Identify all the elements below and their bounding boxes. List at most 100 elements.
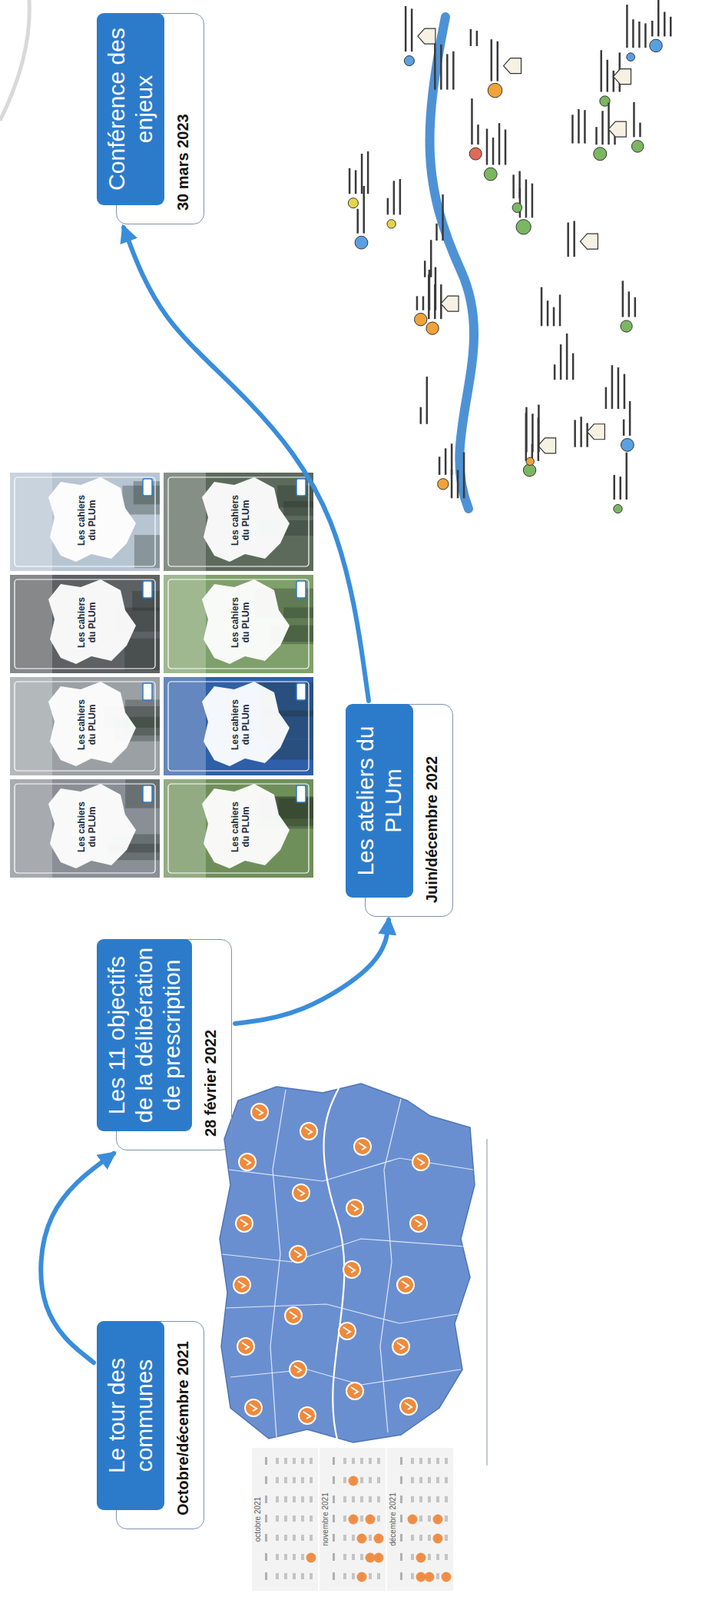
weekday-mark <box>332 1475 335 1484</box>
cahier-thumbnail <box>9 472 160 571</box>
weekday-mark <box>400 1571 403 1580</box>
calendar-group <box>251 1447 454 1590</box>
day-mark <box>436 1495 440 1502</box>
check-mark <box>404 1401 412 1409</box>
step-box: Le tour des communes <box>96 1320 165 1510</box>
photo-background <box>163 472 314 571</box>
day-mark <box>343 1476 347 1483</box>
commune-marker <box>346 1198 364 1216</box>
sketch-icon <box>620 320 633 332</box>
weekday-mark <box>400 1494 403 1503</box>
sketch-icon <box>512 202 523 213</box>
sketch-icon <box>414 312 428 325</box>
day-mark <box>427 1456 431 1464</box>
visit-dot <box>357 1571 368 1582</box>
logo-mark <box>142 784 153 802</box>
visit-dot <box>424 1571 435 1582</box>
sketch-scribble <box>644 23 647 48</box>
sketch-scribble <box>628 291 631 317</box>
day-mark <box>444 1533 448 1540</box>
metropole-map <box>219 1082 475 1442</box>
sketch-scribble <box>404 6 408 52</box>
sketch-scribble <box>572 353 575 380</box>
sketch-scribble <box>577 109 580 144</box>
day-mark <box>275 1553 279 1560</box>
slide-decoration-arc <box>0 0 30 121</box>
day-mark <box>377 1476 381 1483</box>
day-mark <box>410 1553 414 1560</box>
day-mark <box>410 1533 414 1540</box>
photo-shape <box>277 485 314 508</box>
day-mark <box>309 1495 313 1502</box>
logo-mark <box>296 478 306 496</box>
sketch-scribble <box>476 124 480 145</box>
photo-background <box>9 472 160 571</box>
sketch-scribble <box>498 122 501 165</box>
weekday-mark <box>400 1552 403 1560</box>
commune-marker <box>300 1122 318 1140</box>
sketch-scribble <box>623 374 626 409</box>
thumbnail-frame <box>14 476 156 567</box>
booklet-title: Les cahiers du PLUm <box>229 589 252 655</box>
day-mark <box>444 1476 448 1483</box>
visit-dot <box>433 1533 444 1544</box>
sketch-scribble <box>552 307 556 327</box>
sketch-scribble <box>579 416 583 448</box>
check-mark <box>294 1249 302 1257</box>
step-title: Les ateliers du PLUm <box>351 711 408 890</box>
day-mark <box>436 1456 440 1464</box>
photo-sky <box>9 472 53 571</box>
weekday-mark <box>400 1456 403 1464</box>
photo-background <box>9 676 160 775</box>
sketch-scribble <box>438 456 441 475</box>
commune-marker <box>338 1321 356 1339</box>
commune-marker <box>354 1137 371 1155</box>
sketch-scribble <box>617 367 620 409</box>
day-mark <box>343 1495 347 1502</box>
photo-shape <box>134 534 160 568</box>
weekday-mark <box>264 1456 268 1464</box>
sketch-scribble <box>440 284 443 319</box>
day-mark <box>436 1553 440 1560</box>
sketch-scribble <box>612 474 616 500</box>
calendar-sheet <box>251 1447 318 1590</box>
day-mark <box>351 1533 355 1540</box>
commune-border <box>230 1368 461 1385</box>
day-mark <box>301 1495 305 1502</box>
commune-marker <box>251 1102 269 1120</box>
day-mark <box>351 1553 355 1560</box>
territory-silhouette <box>201 579 290 664</box>
day-mark <box>410 1476 414 1483</box>
sketch-scribble <box>625 452 628 500</box>
day-mark <box>275 1533 279 1540</box>
sketch-scribble <box>430 239 433 277</box>
day-mark <box>444 1553 448 1560</box>
step-box: Les ateliers du PLUm <box>345 703 414 898</box>
sketch-house <box>608 121 626 137</box>
weekday-mark <box>332 1571 335 1580</box>
day-mark <box>368 1495 372 1502</box>
weekday-mark <box>332 1533 335 1541</box>
logo-mark <box>142 478 153 496</box>
sketch-icon <box>631 140 644 153</box>
day-mark <box>301 1476 305 1483</box>
commune-marker <box>235 1214 253 1232</box>
sketch-scribble <box>387 198 390 216</box>
weekday-mark <box>400 1533 403 1541</box>
sketch-scribble <box>632 19 635 48</box>
visit-dot <box>416 1552 427 1563</box>
day-mark <box>419 1456 423 1464</box>
day-mark <box>377 1572 381 1579</box>
sketch-house <box>613 69 632 85</box>
visit-dot <box>374 1552 385 1563</box>
sketch-scribble <box>450 469 454 498</box>
commune-marker <box>343 1260 361 1278</box>
thumbnail-frame <box>168 783 309 873</box>
day-mark <box>444 1456 448 1464</box>
thumbnail-frame <box>168 681 309 771</box>
step-date: 28 février 2022 <box>201 1029 220 1136</box>
sketch-house <box>579 233 598 249</box>
sketch-house <box>586 423 605 440</box>
sketch-house <box>417 28 436 44</box>
cahier-thumbnail <box>163 574 314 673</box>
